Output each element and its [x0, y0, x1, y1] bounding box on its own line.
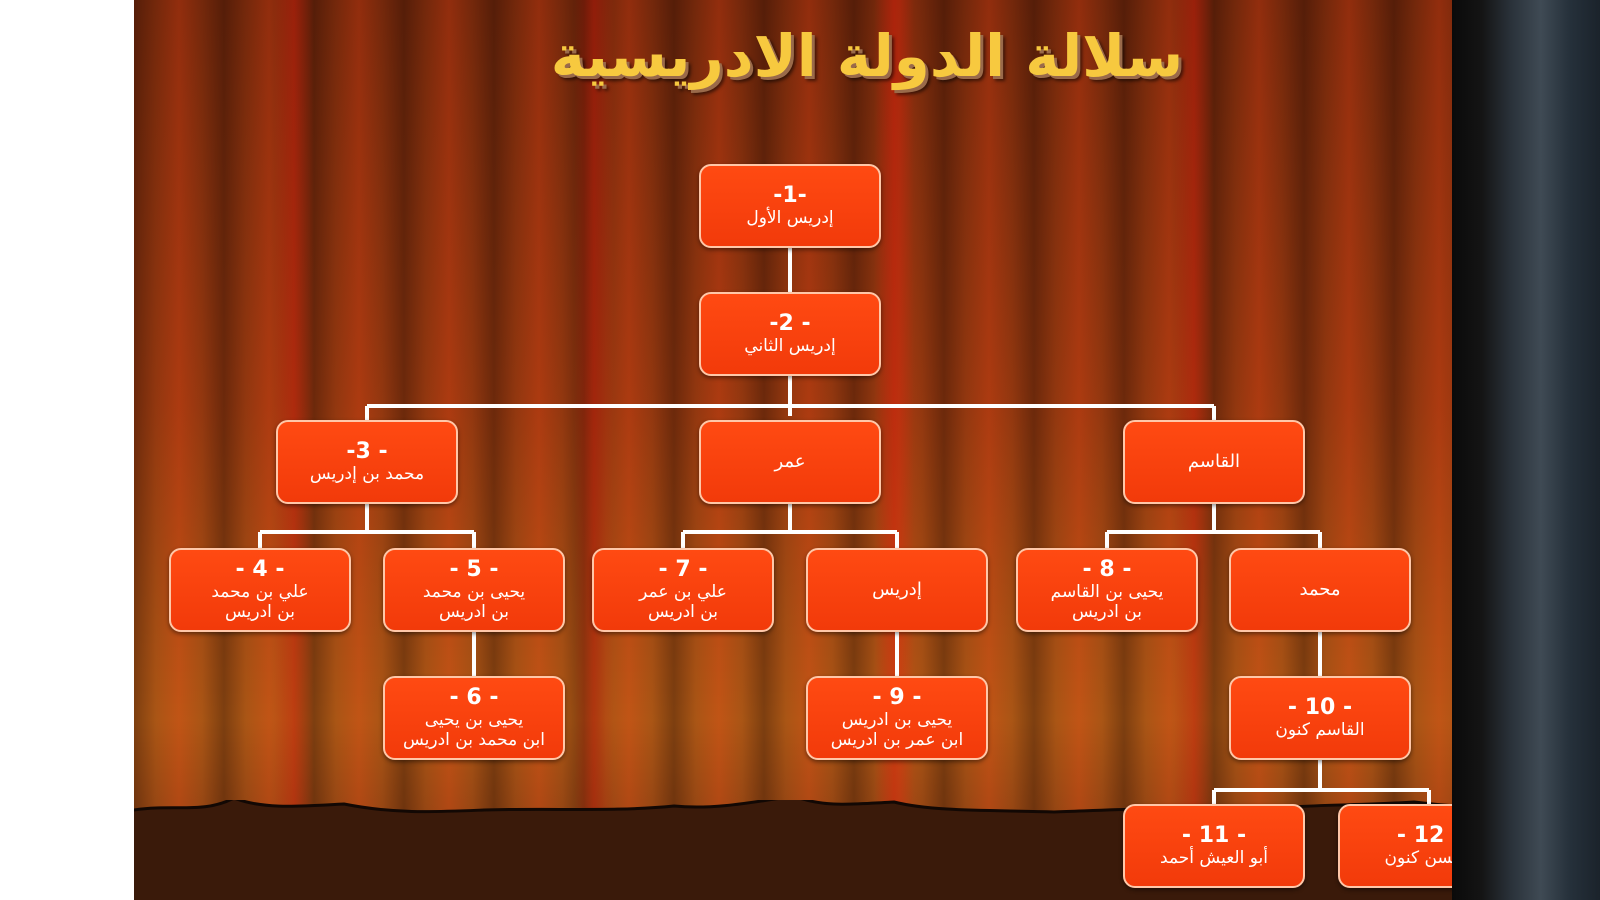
node-number: - 5 - [385, 558, 563, 582]
node-yahya-6: - 6 - يحيى بن يحيى ابن محمد بن ادريس [383, 676, 565, 760]
node-number: - 2- [701, 312, 879, 336]
node-name: إدريس الأول [701, 208, 879, 228]
node-name: أبو العيش أحمد [1125, 848, 1303, 868]
node-number: - 8 - [1018, 558, 1196, 582]
node-yahya-5: - 5 - يحيى بن محمد بن ادريس [383, 548, 565, 632]
node-idris-2: - 2- إدريس الثاني [699, 292, 881, 376]
node-yahya-8: - 8 - يحيى بن القاسم بن ادريس [1016, 548, 1198, 632]
curtain-background: سلالة الدولة الادريسية [134, 0, 1600, 900]
node-qasim: القاسم [1123, 420, 1305, 504]
node-number: - 7 - [594, 558, 772, 582]
node-name: يحيى بن محمد [385, 582, 563, 602]
node-number: - 4 - [171, 558, 349, 582]
node-name: محمد بن إدريس [278, 464, 456, 484]
node-idris-1: -1- إدريس الأول [699, 164, 881, 248]
node-number: - 9 - [808, 686, 986, 710]
node-yahya-9: - 9 - يحيى بن ادريس ابن عمر بن ادريس [806, 676, 988, 760]
node-idris-son-of-omar: إدريس [806, 548, 988, 632]
node-qasim-gannun-10: - 10 - القاسم كنون [1229, 676, 1411, 760]
node-name: إدريس الثاني [701, 336, 879, 356]
node-omar: عمر [699, 420, 881, 504]
node-name: يحيى بن يحيى [385, 710, 563, 730]
node-name-line2: ابن عمر بن ادريس [808, 730, 986, 750]
node-name-line2: ابن محمد بن ادريس [385, 730, 563, 750]
node-ali-4: - 4 - علي بن محمد بن ادريس [169, 548, 351, 632]
node-name-line2: بن ادريس [594, 602, 772, 622]
node-name-line2: بن ادريس [171, 602, 349, 622]
node-name: علي بن عمر [594, 582, 772, 602]
node-name: عمر [701, 452, 879, 472]
node-name: القاسم كنون [1231, 720, 1409, 740]
node-number: - 11 - [1125, 824, 1303, 848]
dark-side-panel [1452, 0, 1600, 900]
node-name: القاسم [1125, 452, 1303, 472]
node-name: محمد [1231, 580, 1409, 600]
node-number: - 6 - [385, 686, 563, 710]
node-number: - 3- [278, 440, 456, 464]
node-abu-al-aish-11: - 11 - أبو العيش أحمد [1123, 804, 1305, 888]
node-name: يحيى بن ادريس [808, 710, 986, 730]
node-ali-7: - 7 - علي بن عمر بن ادريس [592, 548, 774, 632]
node-name: إدريس [808, 580, 986, 600]
node-name-line2: بن ادريس [1018, 602, 1196, 622]
node-number: - 10 - [1231, 696, 1409, 720]
node-number: -1- [701, 184, 879, 208]
node-muhammad-3: - 3- محمد بن إدريس [276, 420, 458, 504]
node-name: يحيى بن القاسم [1018, 582, 1196, 602]
node-name: علي بن محمد [171, 582, 349, 602]
node-muhammad-son-of-qasim: محمد [1229, 548, 1411, 632]
node-name-line2: بن ادريس [385, 602, 563, 622]
